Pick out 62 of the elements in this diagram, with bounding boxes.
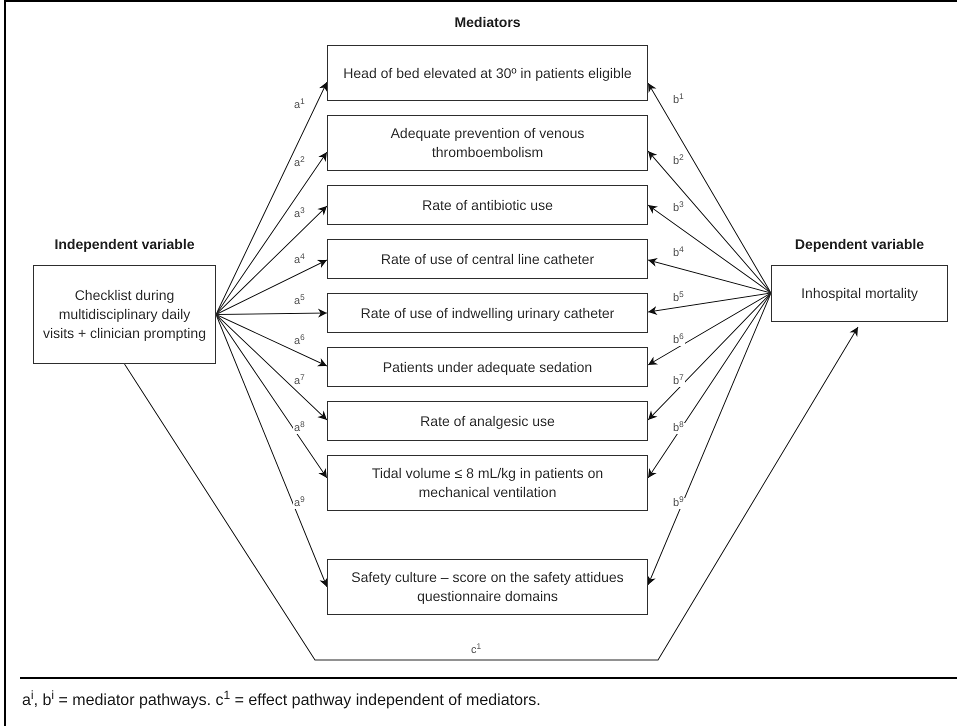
arrow <box>216 152 328 315</box>
caption: a$^{i}$, b$^{i}$ = mediator pathways. c$^{1}$ = effect pathway independent of mediators. <box>22 689 541 711</box>
edge-label: a$^{3}$ <box>293 209 306 220</box>
edge-label: b$^{6}$ <box>672 335 685 346</box>
variable-heading: Dependent variable <box>794 235 926 254</box>
box-text: Patients under adequate sedation <box>382 358 592 376</box>
edge-label: b$^{3}$ <box>672 203 685 214</box>
variable-heading: Independent variable <box>53 235 196 254</box>
box-text: Tidal volume ≤ 8 mL/kg in patients on mechanical ventilation <box>370 464 604 502</box>
arrow <box>648 150 772 294</box>
arrow <box>648 258 772 294</box>
mediator-box <box>327 347 648 387</box>
box-text: Head of bed elevated at 30º in patients eligible <box>343 64 632 82</box>
mediator-box <box>327 559 648 615</box>
edge-label: a$^{7}$ <box>293 376 306 387</box>
mediator-box <box>327 455 648 511</box>
mediator-box <box>327 293 648 333</box>
box-text: Safety culture – score on the safety attidues questionnaire domains <box>350 568 625 606</box>
arrow <box>648 204 772 294</box>
arrow <box>648 292 772 316</box>
arrow <box>216 260 328 315</box>
mediator-box <box>327 401 648 441</box>
edge-label: a$^{8}$ <box>293 423 306 434</box>
box-text: Rate of analgesic use <box>420 412 555 430</box>
box-text: Adequate prevention of venous thromboembolism <box>390 124 586 162</box>
arrow <box>648 292 772 420</box>
arrow <box>216 308 328 318</box>
arrow <box>216 82 328 315</box>
edge-label: b$^{5}$ <box>672 293 685 304</box>
edge-label: b$^{7}$ <box>672 376 685 387</box>
mediator-box <box>327 185 648 225</box>
arrow <box>648 292 772 366</box>
arrow <box>648 82 772 294</box>
arrow <box>216 314 328 420</box>
column-heading: Mediators <box>453 13 522 32</box>
box-text: Rate of antibiotic use <box>422 196 553 214</box>
edge-label: a$^{4}$ <box>293 255 306 266</box>
edge-label: b$^{9}$ <box>672 498 685 509</box>
box-text: Rate of use of indwelling urinary catheter <box>360 304 614 322</box>
box-text: Inhospital mortality <box>801 284 918 303</box>
edge-label: a$^{1}$ <box>293 100 306 111</box>
arrow <box>648 292 772 478</box>
arrow <box>216 314 328 366</box>
edge-label: a$^{2}$ <box>293 158 306 169</box>
edge-label: b$^{4}$ <box>672 248 685 259</box>
mediator-box <box>327 239 648 279</box>
edge-label: a$^{6}$ <box>293 336 306 347</box>
edge-label: b$^{8}$ <box>672 423 685 434</box>
arrow <box>216 314 328 588</box>
arrow <box>647 292 772 586</box>
edge-label: c$^{1}$ <box>470 645 482 656</box>
mediator-box <box>327 115 648 171</box>
arrow <box>216 206 328 315</box>
arrow <box>124 326 858 660</box>
edge-label: b$^{1}$ <box>672 95 685 106</box>
arrow <box>216 314 328 478</box>
edge-label: a$^{9}$ <box>293 498 306 509</box>
edge-label: a$^{5}$ <box>293 296 306 307</box>
edge-label: b$^{2}$ <box>672 156 685 167</box>
box-text: Checklist during multidisciplinary daily visits + clinician prompting <box>42 286 207 343</box>
box-text: Rate of use of central line catheter <box>380 250 594 268</box>
mediator-box <box>327 45 648 101</box>
